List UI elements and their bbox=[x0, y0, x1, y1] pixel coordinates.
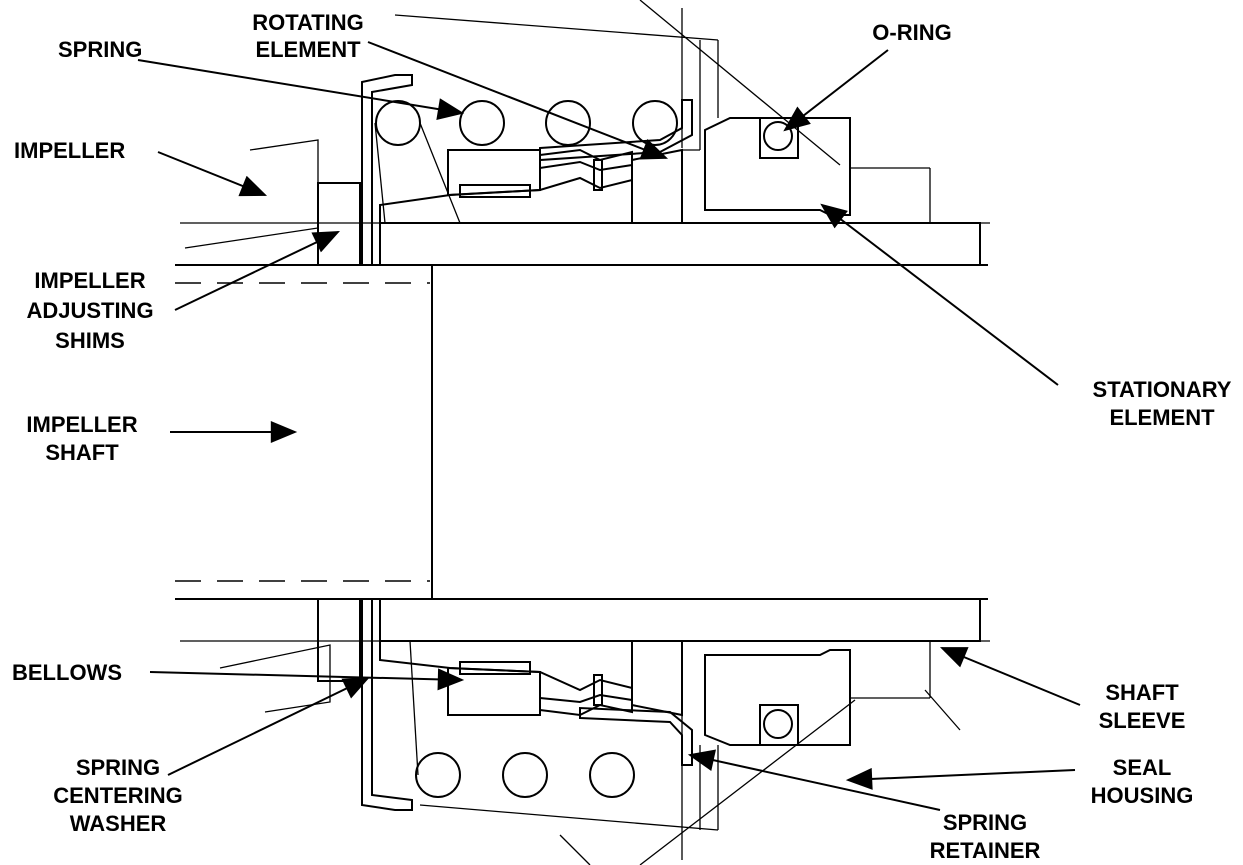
label-shaft-sleeve-1: SHAFT bbox=[1105, 680, 1179, 705]
rotating-element-lower bbox=[579, 640, 693, 766]
stationary-element-upper bbox=[704, 117, 851, 216]
shaft-centerline-dashes bbox=[175, 282, 430, 582]
label-stationary-element-2: ELEMENT bbox=[1109, 405, 1215, 430]
spring-retainer-leader bbox=[687, 749, 941, 811]
label-oring: O-RING bbox=[872, 20, 951, 45]
spring-centering-washer bbox=[361, 74, 413, 811]
spring-coils-upper bbox=[374, 100, 678, 224]
impeller-shaft bbox=[175, 264, 988, 600]
label-rotating-element-1: ROTATING bbox=[252, 10, 364, 35]
shaft-sleeve-leader bbox=[939, 647, 1081, 706]
stationary-element-lower bbox=[704, 649, 851, 746]
label-stationary-element-1: STATIONARY bbox=[1093, 377, 1232, 402]
label-impeller-shims-1: IMPELLER bbox=[34, 268, 145, 293]
label-impeller-shims-3: SHIMS bbox=[55, 328, 125, 353]
impeller-leader bbox=[157, 151, 268, 197]
label-impeller-shaft-1: IMPELLER bbox=[26, 412, 137, 437]
shaft-sleeve-lower bbox=[180, 598, 990, 642]
label-spring: SPRING bbox=[58, 37, 142, 62]
label-spring-retainer-1: SPRING bbox=[943, 810, 1027, 835]
label-impeller-shaft-2: SHAFT bbox=[45, 440, 119, 465]
impeller-outline bbox=[184, 139, 331, 713]
label-spring-centering-washer-1: SPRING bbox=[76, 755, 160, 780]
label-seal-housing-2: HOUSING bbox=[1091, 783, 1194, 808]
leader-arrows bbox=[137, 41, 1081, 811]
seal-housing bbox=[394, 0, 961, 865]
spring-leader bbox=[137, 59, 465, 120]
label-impeller-shims-2: ADJUSTING bbox=[26, 298, 153, 323]
labels: SPRING ROTATING ELEMENT O-RING IMPELLER … bbox=[12, 10, 1232, 863]
bellows-upper bbox=[379, 148, 633, 224]
oring-leader bbox=[783, 49, 889, 132]
stationary-element-leader bbox=[820, 203, 1059, 386]
label-spring-centering-washer-3: WASHER bbox=[70, 811, 167, 836]
bellows-leader bbox=[149, 668, 465, 691]
label-spring-retainer-2: RETAINER bbox=[930, 838, 1041, 863]
label-impeller: IMPELLER bbox=[14, 138, 125, 163]
rotating-element-leader bbox=[367, 41, 669, 160]
impeller-shims-leader bbox=[174, 231, 340, 311]
label-rotating-element-2: ELEMENT bbox=[255, 37, 361, 62]
impeller-shims bbox=[317, 182, 361, 682]
label-shaft-sleeve-2: SLEEVE bbox=[1099, 708, 1186, 733]
label-bellows: BELLOWS bbox=[12, 660, 122, 685]
spring-centering-washer-leader bbox=[167, 677, 370, 776]
spring-coils-lower bbox=[409, 640, 635, 798]
seal-housing-leader bbox=[845, 767, 1076, 790]
label-spring-centering-washer-2: CENTERING bbox=[53, 783, 183, 808]
label-seal-housing-1: SEAL bbox=[1113, 755, 1172, 780]
shaft-sleeve-upper bbox=[180, 222, 990, 266]
